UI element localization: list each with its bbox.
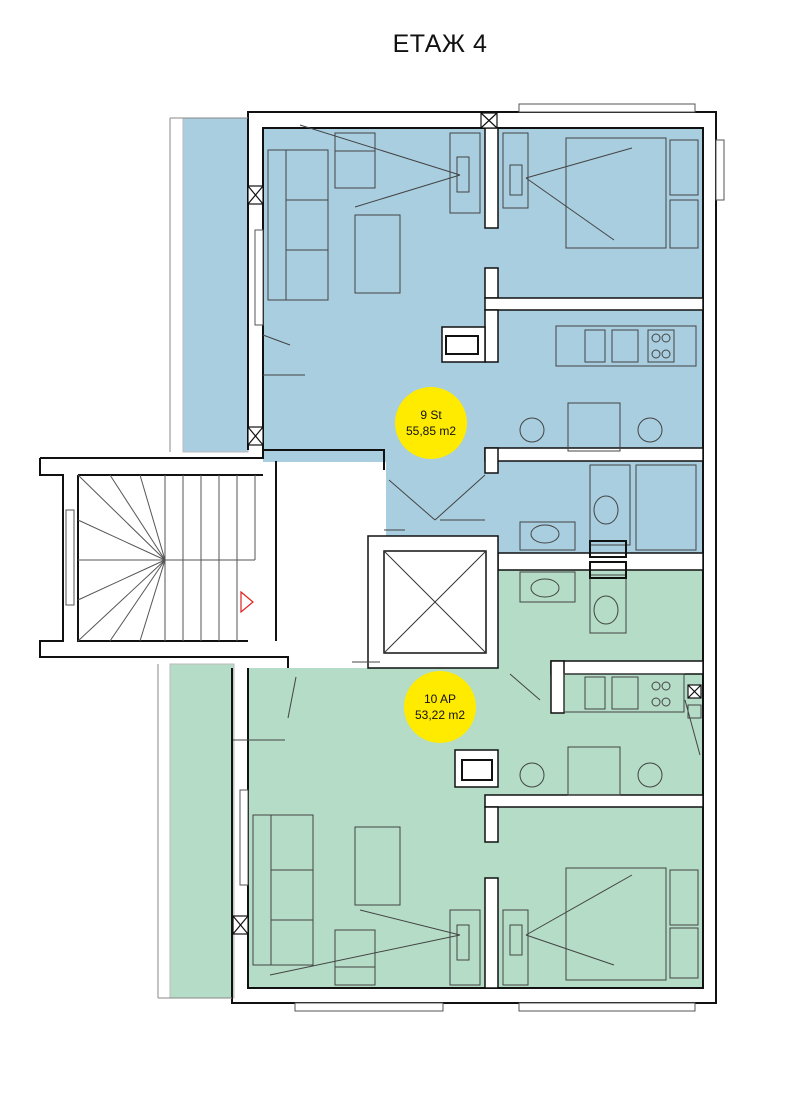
unit-10-number: 10 AP xyxy=(423,692,457,706)
elevator-shaft xyxy=(383,550,487,654)
unit-10-badge: 10 AP 53,22 m2 xyxy=(404,671,476,743)
unit-9-area: 55,85 m2 xyxy=(405,424,457,438)
floor-title: ЕТАЖ 4 xyxy=(392,30,488,58)
balcony-rails xyxy=(157,117,248,999)
interior-walls xyxy=(367,127,704,989)
ventilation-shafts xyxy=(232,112,702,935)
unit-10-area: 53,22 m2 xyxy=(414,708,466,722)
furniture-unit-9 xyxy=(262,124,699,551)
windows xyxy=(65,103,725,1012)
unit-9-number: 9 St xyxy=(420,408,442,422)
unit-9-badge: 9 St 55,85 m2 xyxy=(395,387,467,459)
furniture-unit-10 xyxy=(233,519,702,986)
direction-arrow-icon xyxy=(240,590,254,614)
staircase xyxy=(77,474,256,642)
